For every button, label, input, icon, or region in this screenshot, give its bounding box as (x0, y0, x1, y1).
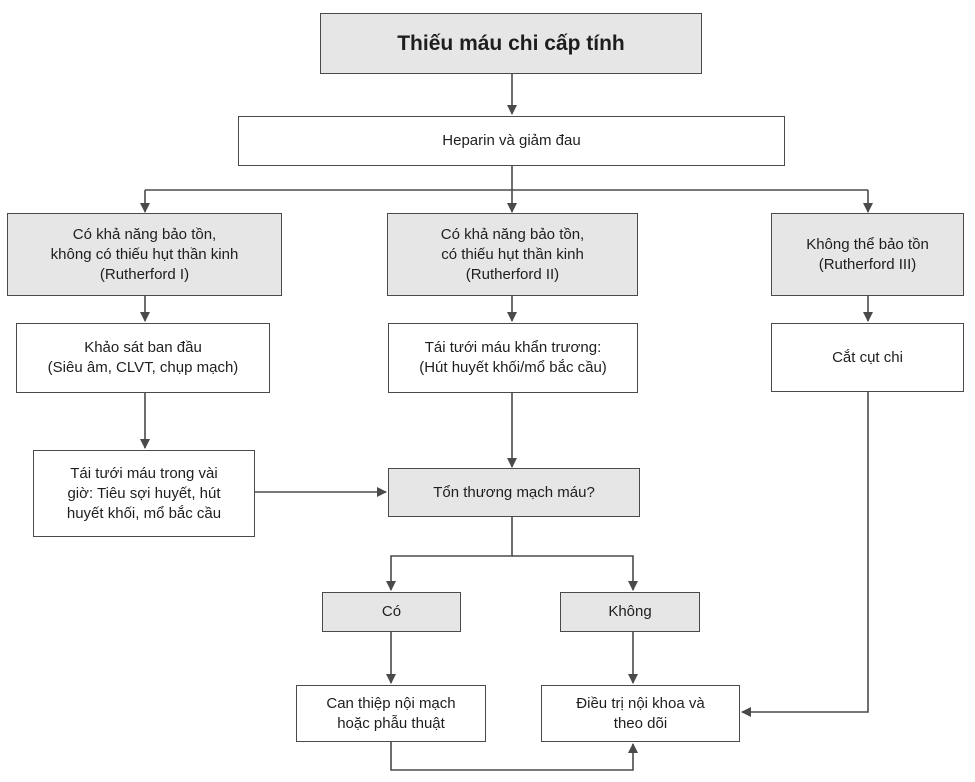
heparin-box: Heparin và giảm đau (238, 116, 785, 166)
line-injury-to-no (512, 555, 638, 591)
arrow-intervention-to-medical (390, 742, 638, 771)
urgent-revasc-text: Tái tưới máu khẩn trương: (Hút huyết khố… (419, 339, 607, 376)
medical-treatment-box: Điều trị nội khoa và theo dõi (541, 685, 740, 742)
vascular-injury-box: Tổn thương mạch máu? (388, 468, 640, 517)
vascular-injury-text: Tổn thương mạch máu? (433, 483, 595, 501)
initial-survey-text: Khảo sát ban đầu (Siêu âm, CLVT, chụp mạ… (47, 339, 239, 376)
initial-survey-box: Khảo sát ban đầu (Siêu âm, CLVT, chụp mạ… (16, 323, 270, 393)
heparin-text: Heparin và giảm đau (442, 132, 581, 149)
yes-box: Có (322, 592, 461, 632)
yes-text: Có (381, 603, 402, 620)
no-box: Không (560, 592, 700, 632)
revasc-hours-text: Tái tưới máu trong vài giờ: Tiêu sợi huy… (66, 464, 222, 522)
arrow-amputation-to-medical (741, 392, 869, 717)
line-injury-split (386, 517, 513, 591)
rutherford-3-box: Không thể bảo tồn (Rutherford III) (771, 213, 964, 296)
intervention-box: Can thiệp nội mạch hoặc phẫu thuật (296, 685, 486, 742)
medical-treatment-text: Điều trị nội khoa và theo dõi (576, 694, 705, 732)
rutherford-1-box: Có khả năng bảo tồn, không có thiếu hụt … (7, 213, 282, 296)
intervention-text: Can thiệp nội mạch hoặc phẫu thuật (326, 694, 456, 732)
title-box: Thiếu máu chi cấp tính (320, 13, 702, 74)
revasc-hours-box: Tái tưới máu trong vài giờ: Tiêu sợi huy… (33, 450, 255, 537)
amputation-box: Cắt cụt chi (771, 323, 964, 392)
rutherford-2-box: Có khả năng bảo tồn, có thiếu hụt thần k… (387, 213, 638, 296)
rutherford-1-text: Có khả năng bảo tồn, không có thiếu hụt … (50, 225, 239, 283)
title-text: Thiếu máu chi cấp tính (397, 31, 625, 55)
rutherford-2-text: Có khả năng bảo tồn, có thiếu hụt thần k… (440, 225, 585, 283)
urgent-revasc-box: Tái tưới máu khẩn trương: (Hút huyết khố… (388, 323, 638, 393)
amputation-text: Cắt cụt chi (832, 348, 903, 366)
rutherford-3-text: Không thể bảo tồn (Rutherford III) (806, 235, 929, 273)
no-text: Không (608, 603, 652, 620)
